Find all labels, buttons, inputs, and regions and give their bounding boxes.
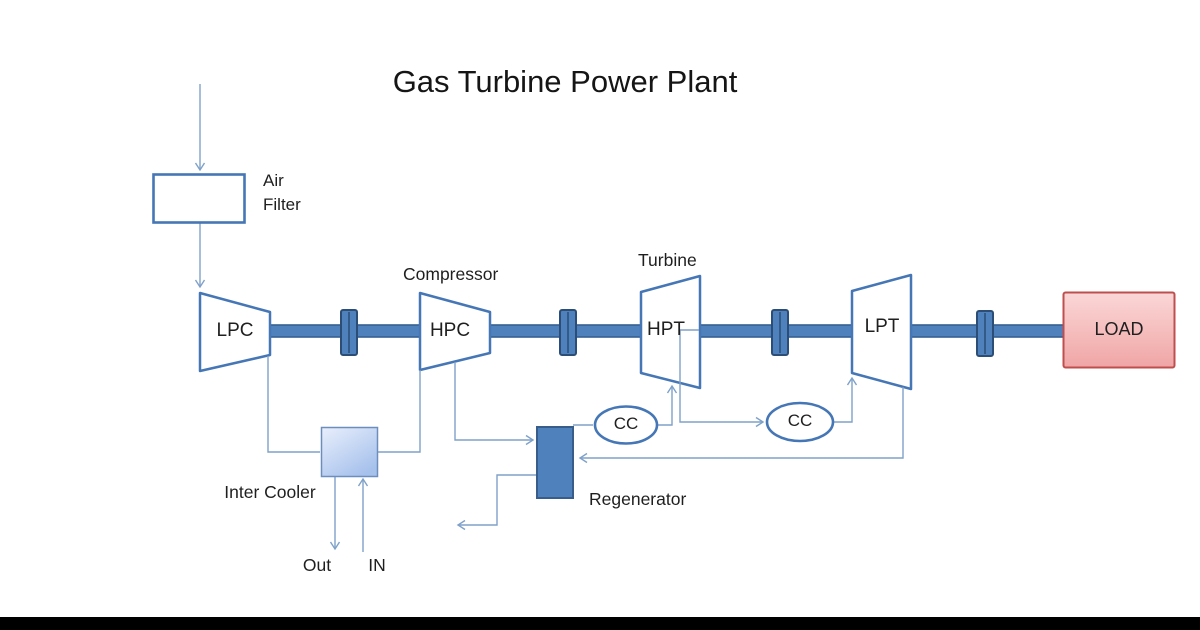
- lpt-label: LPT: [864, 316, 900, 337]
- diagram-title: Gas Turbine Power Plant: [392, 64, 738, 99]
- load-shape: [1062, 291, 1176, 369]
- pipe-intercooler-to-hpc: [378, 370, 421, 453]
- pipe-lpc-to-intercooler: [267, 356, 320, 453]
- air-filter-label: Air Filter: [263, 171, 301, 214]
- lpc-compressor-shape: [198, 291, 272, 373]
- turbine-caption: Turbine: [638, 250, 697, 270]
- coolant-in-label: IN: [368, 555, 386, 575]
- pipe-hpt-to-cc2: [679, 329, 765, 428]
- regenerator-label: Regenerator: [589, 489, 687, 509]
- intercooler-label: Inter Cooler: [224, 482, 316, 502]
- pipe-cc1-to-hpt: [658, 384, 678, 426]
- compressor-caption: Compressor: [403, 264, 499, 284]
- combustion-chamber-1-shape: [593, 405, 659, 445]
- hpc-label: HPC: [429, 320, 471, 341]
- hpt-label: HPT: [647, 319, 685, 340]
- air-filter-shape: [152, 173, 246, 224]
- lpc-label: LPC: [216, 320, 254, 341]
- load-label: LOAD: [1094, 319, 1144, 339]
- pipe-exhaust-out: [456, 474, 537, 531]
- hpt-turbine-shape: [639, 274, 702, 390]
- cc2-label: CC: [787, 411, 813, 430]
- hpc-compressor-shape: [418, 291, 492, 372]
- bottom-letterbox-bar: [0, 617, 1200, 630]
- pipe-hpc-to-regenerator: [454, 362, 535, 446]
- cc1-label: CC: [613, 414, 639, 433]
- shaft-couplings: [340, 309, 994, 357]
- coolant-out-label: Out: [302, 555, 332, 575]
- pipe-cc2-to-lpt: [834, 376, 858, 423]
- lpt-turbine-shape: [850, 273, 913, 391]
- combustion-chamber-2-shape: [765, 401, 835, 443]
- regenerator-shape: [536, 426, 574, 499]
- intercooler-shape: [320, 426, 379, 478]
- pipe-lpt-exhaust-to-regenerator: [578, 387, 904, 464]
